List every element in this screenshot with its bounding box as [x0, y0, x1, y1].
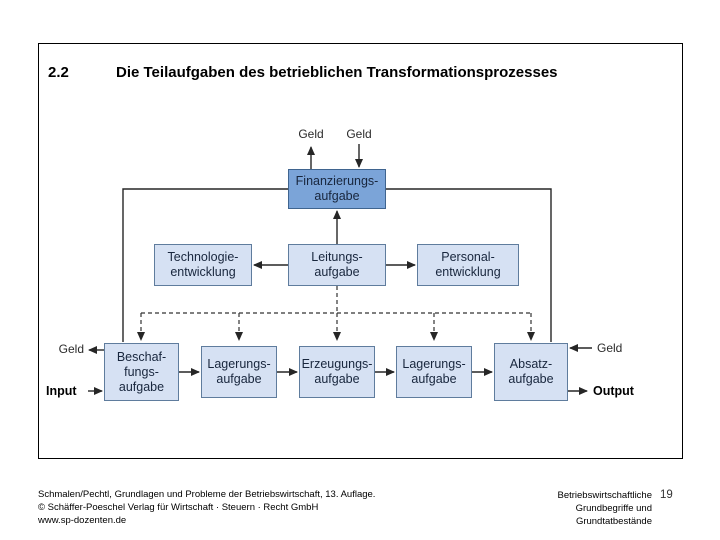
box-absatzaufgabe: Absatz- aufgabe: [494, 343, 568, 401]
footer-chapter-line: Grundtatbestände: [575, 516, 652, 527]
box-technologieentwicklung: Technologie- entwicklung: [154, 244, 252, 286]
footer-source-line: www.sp-dozenten.de: [38, 515, 127, 526]
box-personalentwicklung: Personal- entwicklung: [417, 244, 519, 286]
footer-chapter: Betriebswirtschaftliche Grundbegriffe un…: [480, 489, 652, 528]
box-label-line: aufgabe: [508, 372, 554, 386]
box-label-line: aufgabe: [314, 372, 360, 386]
label-geld-top-left: Geld: [298, 127, 324, 141]
box-label-line: Beschaf-: [116, 349, 167, 364]
box-lagerungsaufgabe-1: Lagerungs- aufgabe: [201, 346, 277, 398]
footer-chapter-line: Betriebswirtschaftliche: [557, 490, 652, 501]
box-leitungsaufgabe: Leitungs- aufgabe: [288, 244, 386, 286]
label-geld-right: Geld: [597, 341, 623, 355]
box-label-line: Lagerungs-: [207, 357, 271, 371]
box-label-line: Absatz-: [509, 357, 553, 371]
box-label-line: Technologie-: [167, 250, 239, 264]
box-label-line: aufgabe: [216, 372, 262, 386]
box-finanzierungsaufgabe: Finanzierungs- aufgabe: [288, 169, 386, 209]
footer-chapter-line: Grundbegriffe und: [575, 503, 652, 514]
page-number: 19: [660, 489, 673, 501]
section-number: 2.2: [48, 64, 69, 81]
box-label-line: aufgabe: [314, 189, 360, 203]
box-label-line: Leitungs-: [311, 250, 363, 264]
page-title: Die Teilaufgaben des betrieblichen Trans…: [116, 64, 558, 81]
label-input: Input: [46, 384, 77, 398]
box-label-line: entwicklung: [170, 265, 236, 279]
box-erzeugungsaufgabe: Erzeugungs- aufgabe: [299, 346, 375, 398]
box-label-line: aufgabe: [314, 265, 360, 279]
box-label-line: fungs-: [124, 364, 159, 379]
box-label-line: aufgabe: [411, 372, 457, 386]
slide-content-frame: 2.2 Die Teilaufgaben des betrieblichen T…: [38, 43, 683, 459]
box-label-line: Erzeugungs-: [301, 357, 373, 371]
box-label-line: Lagerungs-: [402, 357, 466, 371]
box-label-line: Finanzierungs-: [295, 174, 379, 188]
box-label-line: Personal-: [441, 250, 495, 264]
box-beschaffungsaufgabe: Beschaf- fungs- aufgabe: [104, 343, 179, 401]
box-label-line: aufgabe: [118, 379, 165, 394]
footer-source: Schmalen/Pechtl, Grundlagen und Probleme…: [38, 488, 375, 527]
footer-source-line: © Schäffer-Poeschel Verlag für Wirtschaf…: [38, 502, 319, 513]
label-geld-top-right: Geld: [346, 127, 372, 141]
label-geld-left: Geld: [58, 342, 84, 356]
box-label-line: entwicklung: [435, 265, 501, 279]
box-lagerungsaufgabe-2: Lagerungs- aufgabe: [396, 346, 472, 398]
label-output: Output: [593, 384, 634, 398]
footer-source-line: Schmalen/Pechtl, Grundlagen und Probleme…: [38, 489, 376, 500]
